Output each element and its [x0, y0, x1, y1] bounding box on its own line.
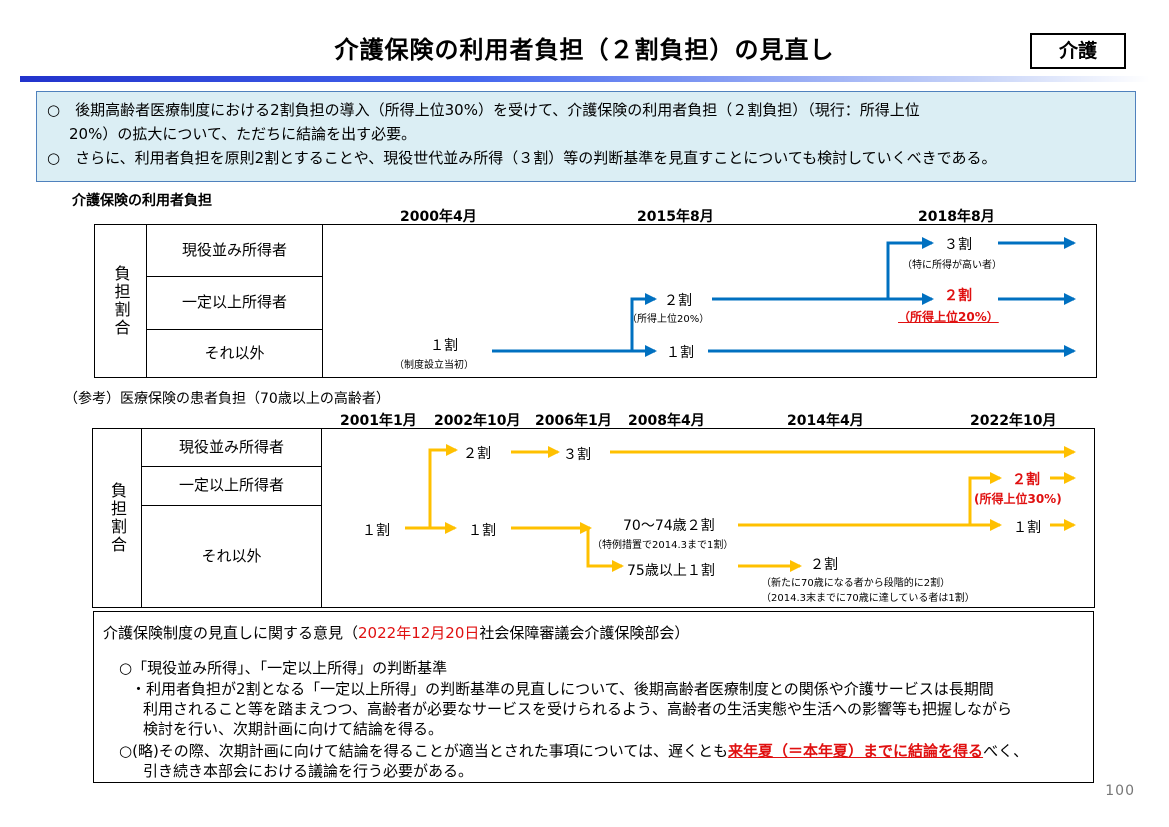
iryo-year-2001: 2001年1月 — [340, 413, 417, 429]
summary-box: ○ 後期高齢者医療制度における2割負担の導入（所得上位30%）を受けて、介護保険… — [36, 91, 1136, 182]
opinion-item2-highlight: 来年夏（＝本年夏）までに結論を得る — [728, 742, 984, 760]
kaigo-note-2000: （制度設立当初） — [394, 360, 474, 371]
iryo-year-2002: 2002年10月 — [434, 413, 521, 429]
iryo-note-2022: (所得上位30%) — [974, 492, 1062, 506]
iryo-label-2001: １割 — [362, 523, 390, 539]
kaigo-year-2018: 2018年8月 — [918, 209, 995, 225]
title-underline — [20, 76, 1150, 82]
opinion-heading-date: 2022年12月20日 — [358, 624, 480, 642]
opinion-item2-post: べく、 — [983, 742, 1029, 760]
opinion-item1-line1: ・利用者負担が2割となる「一定以上所得」の判断基準の見直しについて、後期高齢者医… — [131, 680, 994, 698]
opinion-item2-line2: 引き続き本部会における議論を行う必要がある。 — [143, 762, 474, 780]
iryo-side-label: 負担割合 — [108, 482, 127, 554]
kaigo-note-2015: （所得上位20%） — [627, 314, 710, 325]
kaigo-label-2018-3: ３割 — [944, 237, 972, 253]
iryo-label-2002-1: １割 — [468, 523, 496, 539]
iryo-year-2008: 2008年4月 — [628, 413, 705, 429]
summary-line-1b: 20%）の拡大について、ただちに結論を出す必要。 — [69, 125, 417, 143]
opinion-item1-line3: 検討を行い、次期計画に向けて結論を得る。 — [143, 720, 444, 738]
kaigo-heading: 介護保険の利用者負担 — [72, 193, 212, 209]
opinion-item1-line2: 利用されること等を踏まえつつ、高齢者が必要なサービスを受けられるよう、高齢者の生… — [143, 700, 1012, 718]
opinion-heading: 介護保険制度の見直しに関する意見（2022年12月20日社会保障審議会介護保険部… — [103, 622, 689, 643]
kaigo-year-2000: 2000年4月 — [400, 209, 477, 225]
iryo-note-2014-1: （新たに70歳になる者から段階的に2割） — [761, 578, 951, 589]
iryo-side-cell: 負担割合 — [92, 428, 142, 608]
opinion-item2: ○(略)その際、次期計画に向けて結論を得ることが適当とされた事項については、遅く… — [119, 740, 1028, 761]
opinion-box — [93, 611, 1094, 783]
summary-line-1: ○ 後期高齢者医療制度における2割負担の導入（所得上位30%）を受けて、介護保険… — [47, 101, 920, 119]
iryo-label-2022-2: ２割 — [1012, 472, 1040, 488]
iryo-label-75: 75歳以上１割 — [627, 563, 715, 579]
summary-line-2: ○ さらに、利用者負担を原則2割とすることや、現役世代並み所得（３割）等の判断基… — [47, 149, 997, 167]
iryo-row-genyaku: 現役並み所得者 — [141, 428, 322, 467]
opinion-heading-post: 社会保障審議会介護保険部会） — [479, 624, 690, 642]
iryo-row-ittei: 一定以上所得者 — [141, 466, 322, 506]
kaigo-side-label: 負担割合 — [111, 265, 131, 337]
kaigo-label-2015-1: １割 — [666, 345, 694, 361]
kaigo-year-2015: 2015年8月 — [637, 209, 714, 225]
page-number: 100 — [1105, 783, 1135, 799]
kaigo-label-2018-2: ２割 — [944, 288, 972, 304]
iryo-heading: （参考）医療保険の患者負担（70歳以上の高齢者） — [64, 391, 390, 407]
iryo-note-2014-2: （2014.3末までに70歳に達している者は1割） — [761, 593, 975, 604]
kaigo-label-2015-2: ２割 — [664, 293, 692, 309]
category-tag: 介護 — [1030, 33, 1126, 69]
opinion-heading-pre: 介護保険制度の見直しに関する意見（ — [103, 624, 359, 642]
kaigo-note-2018-2: （所得上位20%） — [898, 310, 999, 324]
kaigo-row-other: それ以外 — [146, 329, 323, 378]
kaigo-label-2000: １割 — [430, 338, 458, 354]
iryo-year-2006: 2006年1月 — [535, 413, 612, 429]
iryo-label-2006-3: ３割 — [563, 447, 591, 463]
opinion-item2-pre: ○(略)その際、次期計画に向けて結論を得ることが適当とされた事項については、遅く… — [119, 742, 729, 760]
iryo-year-2014: 2014年4月 — [787, 413, 864, 429]
page-title: 介護保険の利用者負担（２割負担）の見直し — [334, 36, 835, 64]
kaigo-note-2018-3: （特に所得が高い者） — [902, 260, 1002, 271]
opinion-item1-title: ○「現役並み所得」、「一定以上所得」の判断基準 — [119, 659, 448, 677]
iryo-label-2002-2: ２割 — [463, 446, 491, 462]
iryo-label-2014: ２割 — [810, 557, 838, 573]
iryo-label-2022-1: １割 — [1013, 520, 1041, 536]
iryo-year-2022: 2022年10月 — [970, 413, 1057, 429]
iryo-label-70-74: 70～74歳２割 — [623, 518, 715, 534]
iryo-note-70-74: （特例措置で2014.3まで1割） — [592, 540, 734, 551]
iryo-row-other: それ以外 — [141, 505, 322, 608]
